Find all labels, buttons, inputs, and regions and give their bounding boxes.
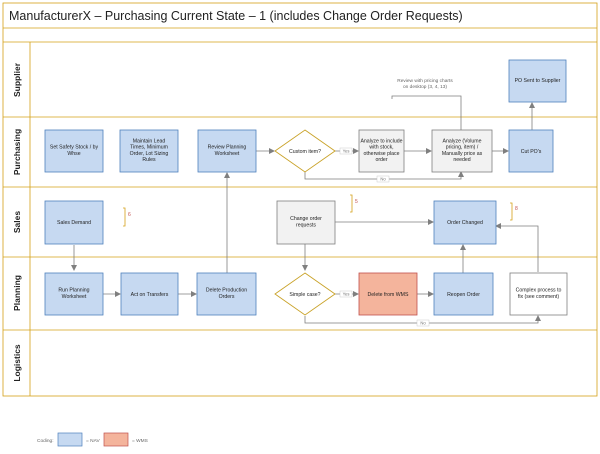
node-label-custom-item: Custom item? (289, 149, 321, 155)
legend-nav-swatch (57, 432, 83, 447)
legend-wms-label: = WMS (132, 438, 148, 444)
lane-label-logistics: Logistics (12, 344, 22, 382)
lane-label-sales: Sales (12, 211, 22, 233)
node-review-planning-worksheet[interactable] (197, 129, 257, 173)
node-act-on-transfers[interactable] (120, 272, 179, 316)
swimlane-logistics: Logistics (12, 344, 22, 382)
swimlane-supplier: Supplier (3, 42, 597, 396)
node-change-order-requests[interactable] (276, 200, 336, 245)
node-order-changed[interactable] (433, 200, 497, 245)
annotation-note-order-changed: 8 (515, 206, 518, 212)
edge-complex-to-changed (495, 223, 539, 272)
node-maintain-lead-times[interactable] (119, 129, 179, 173)
swimlane-purchasing: Purchasing (3, 129, 597, 188)
lane-label-supplier: Supplier (12, 62, 22, 97)
diagram-frame (2, 2, 598, 397)
node-simple-case[interactable] (274, 272, 336, 316)
diagram-title: ManufacturerX – Purchasing Current State… (9, 9, 463, 23)
annotation-note-sales: 6 (128, 212, 131, 218)
lane-label-planning: Planning (12, 275, 22, 311)
node-reopen-order[interactable] (433, 272, 494, 316)
legend-wms-swatch (103, 432, 129, 447)
edge-label-custom-yes: Yes (343, 149, 350, 154)
node-po-sent[interactable] (508, 59, 567, 103)
node-label-cut-pos: Cut PO's (521, 149, 542, 155)
edge-labels: Yes No Yes No (339, 147, 430, 327)
node-label-delete-from-wms: Delete from WMS (368, 292, 409, 298)
node-complex-process[interactable] (509, 272, 568, 316)
node-delete-from-wms[interactable] (358, 272, 418, 316)
annotation-bracket-change (350, 194, 353, 213)
legend-nav-label: = NAV (86, 438, 100, 444)
node-cut-pos[interactable] (508, 129, 554, 173)
node-run-planning-worksheet[interactable] (44, 272, 104, 316)
node-label-act-on-transfers: Act on Transfers (131, 292, 169, 298)
legend: Coding: = NAV = WMS (37, 432, 148, 447)
swimlane-planning: Planning (3, 275, 597, 331)
edge-label-simple-no: No (420, 321, 426, 326)
node-set-safety-stock[interactable] (44, 129, 104, 173)
node-analyze-stock[interactable] (358, 129, 405, 173)
annotation-note-change: 5 (355, 199, 358, 205)
node-label-simple-case: Simple case? (289, 292, 320, 298)
edge-label-custom-no: No (380, 177, 386, 182)
edge-label-simple-yes: Yes (343, 292, 350, 297)
node-delete-production-orders[interactable] (196, 272, 257, 316)
node-label-order-changed: Order Changed (447, 220, 483, 226)
annotation-bracket-sales (123, 207, 126, 227)
node-custom-item[interactable] (274, 129, 336, 173)
legend-coding-label: Coding: (37, 438, 54, 444)
swimlane-sales: Sales (3, 211, 597, 258)
node-label-reopen-order: Reopen Order (447, 292, 480, 298)
node-sales-demand[interactable] (44, 200, 104, 245)
annotation-bracket-order-changed (510, 202, 513, 221)
lane-label-purchasing: Purchasing (12, 129, 22, 175)
annotation-bracket-review (391, 95, 462, 130)
node-analyze-volume[interactable] (431, 129, 493, 173)
node-label-po-sent: PO Sent to Supplier (515, 78, 561, 84)
node-label-sales-demand: Sales Demand (57, 220, 91, 226)
